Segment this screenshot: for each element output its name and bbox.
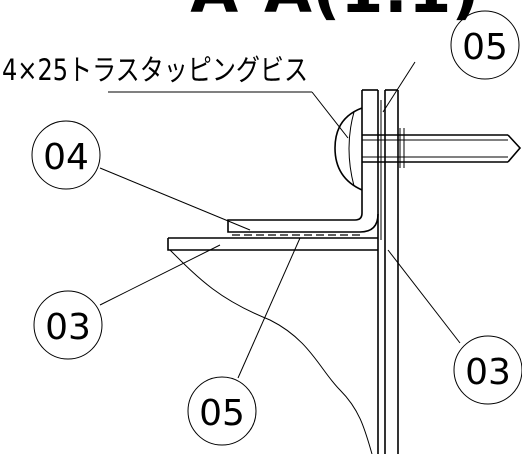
leader-04	[99, 167, 251, 231]
balloon-top-right: 05	[450, 10, 520, 80]
balloon-left-upper-label: 04	[43, 137, 89, 178]
balloon-top-right-label: 05	[462, 27, 508, 68]
balloon-left-lower-label: 03	[45, 307, 91, 348]
screw	[334, 107, 522, 191]
balloon-bottom-center-label: 05	[199, 393, 245, 434]
balloon-bottom-center: 05	[187, 376, 257, 446]
vertical-plate	[361, 89, 399, 454]
balloon-right-lower: 03	[453, 335, 522, 405]
angle-bracket	[227, 212, 379, 233]
screw-spec-label: 4×25トラスタッピングビス	[2, 53, 308, 87]
section-title: A-A(1:1)	[190, 0, 479, 27]
balloon-left-upper: 04	[31, 120, 101, 190]
break-line	[169, 249, 373, 454]
horizontal-plate	[167, 237, 378, 251]
leader-screw	[311, 91, 349, 139]
leader-03-right	[387, 249, 461, 344]
leader-05-top	[382, 61, 416, 113]
balloon-right-lower-label: 03	[465, 352, 511, 393]
balloon-left-lower: 03	[33, 290, 103, 360]
leader-03-left	[99, 244, 221, 306]
leader-05-bottom	[237, 237, 301, 379]
